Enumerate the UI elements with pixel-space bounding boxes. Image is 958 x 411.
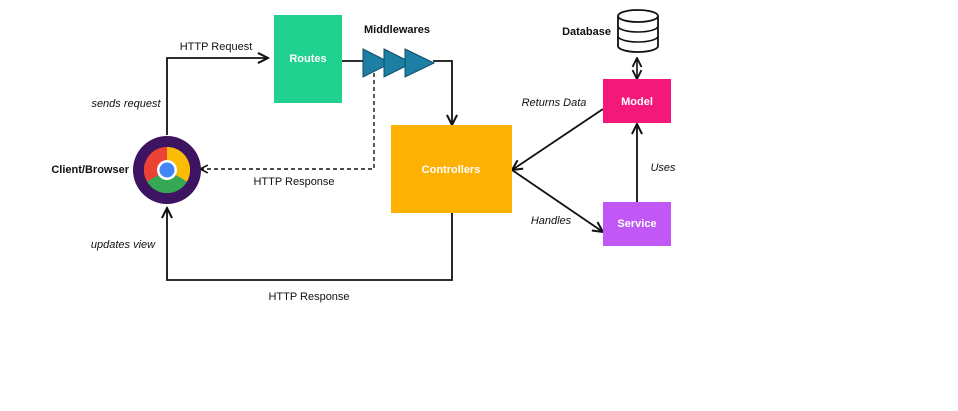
sends-request-label: sends request: [91, 98, 161, 110]
client-browser-label: Client/Browser: [51, 164, 129, 176]
controllers-label: Controllers: [422, 164, 481, 176]
edge-returns-data: [512, 108, 604, 170]
controllers-node: Controllers: [391, 125, 512, 213]
middlewares-label: Middlewares: [364, 24, 430, 36]
middlewares-node: Middlewares: [362, 24, 436, 78]
edge-handles: [511, 169, 603, 232]
middleware-triangle: [362, 48, 393, 78]
client-browser-node: Client/Browser: [51, 136, 201, 204]
middleware-triangle: [383, 48, 414, 78]
updates-view-label: updates view: [91, 239, 156, 251]
routes-box: [274, 15, 342, 103]
edge-middlewares-controllers: [433, 60, 452, 125]
uses-label: Uses: [650, 162, 676, 174]
model-label: Model: [621, 96, 653, 108]
routes-node: Routes: [274, 15, 342, 103]
edge-http-response-dashed: [200, 73, 375, 169]
routes-label: Routes: [289, 53, 326, 65]
model-node: Model: [603, 79, 671, 123]
database-node: Database: [562, 9, 659, 53]
handles-label: Handles: [531, 215, 572, 227]
service-node: Service: [603, 202, 671, 246]
edge-http-request: [166, 58, 268, 135]
http-response-bottom-label: HTTP Response: [268, 291, 349, 303]
service-label: Service: [617, 218, 656, 230]
edge-http-response-bottom: [167, 208, 453, 281]
chrome-icon: [143, 146, 191, 194]
database-icon: [617, 9, 659, 53]
http-response-dashed-label: HTTP Response: [253, 176, 334, 188]
http-request-label: HTTP Request: [180, 41, 253, 53]
returns-data-label: Returns Data: [522, 97, 587, 109]
service-box: [603, 202, 671, 246]
middleware-triangle: [404, 48, 436, 78]
controllers-box: [391, 125, 512, 213]
database-label: Database: [562, 26, 611, 38]
model-box: [603, 79, 671, 123]
